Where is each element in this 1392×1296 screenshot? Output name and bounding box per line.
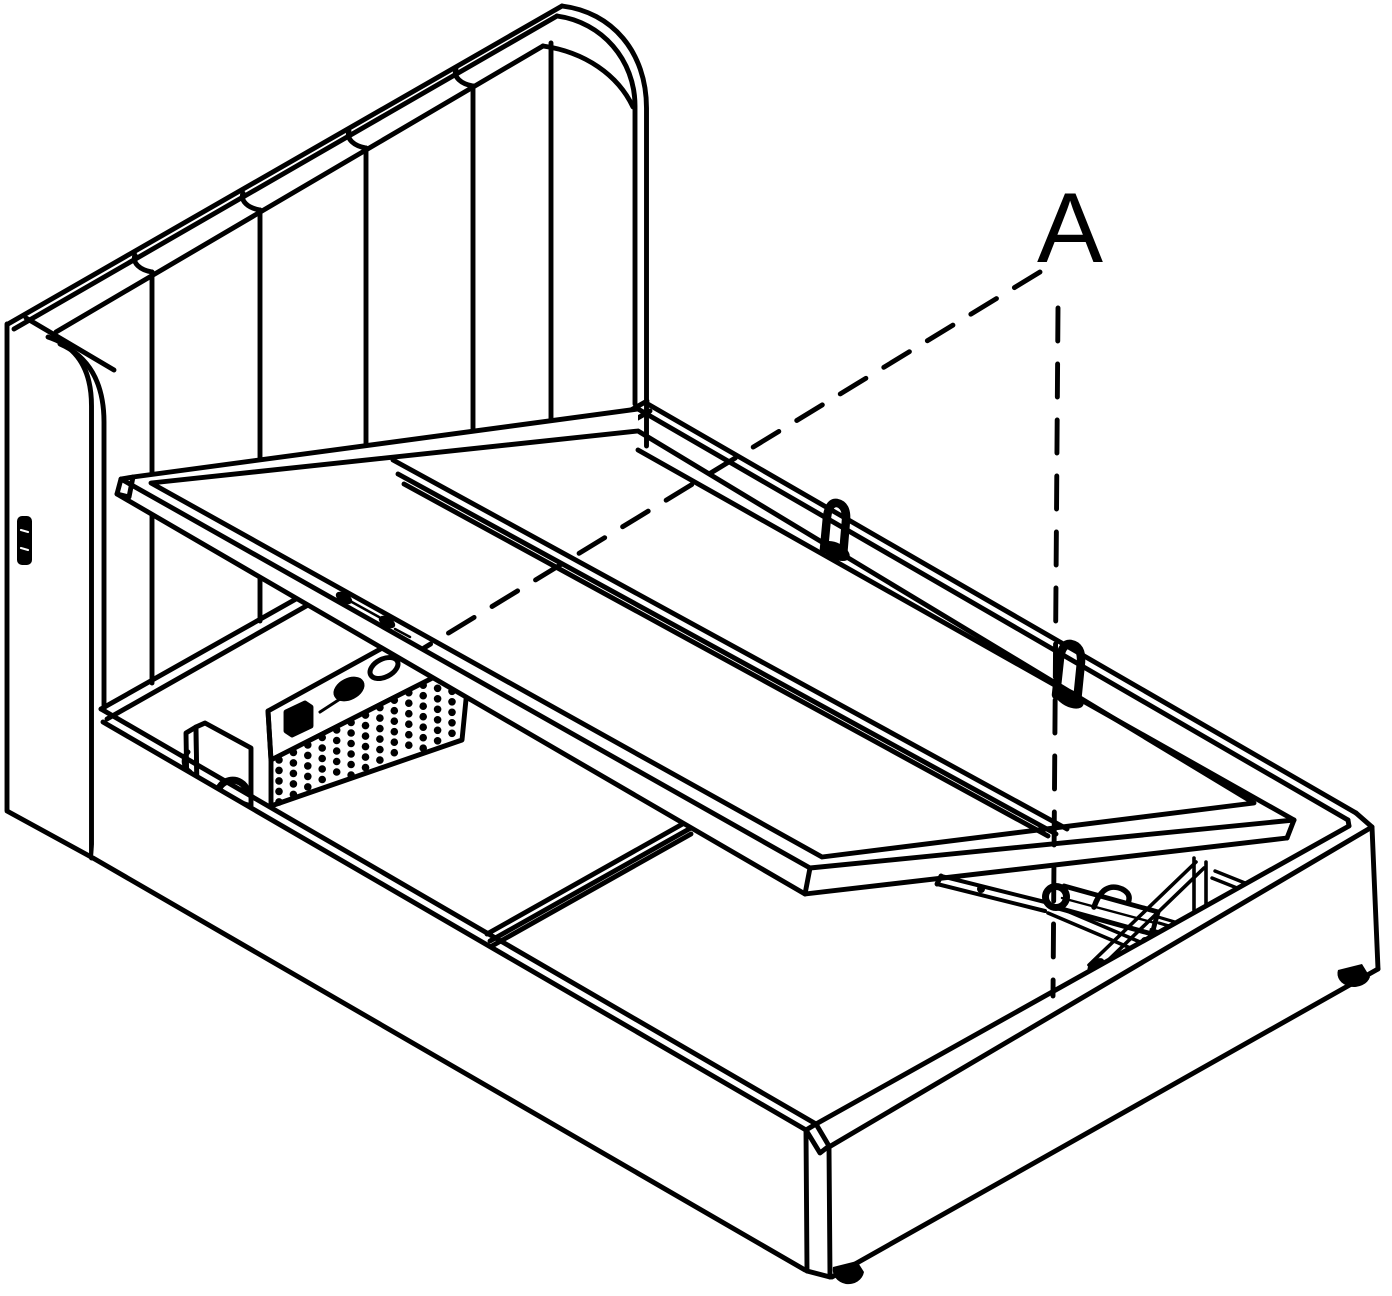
svg-text:A: A bbox=[1037, 172, 1103, 283]
